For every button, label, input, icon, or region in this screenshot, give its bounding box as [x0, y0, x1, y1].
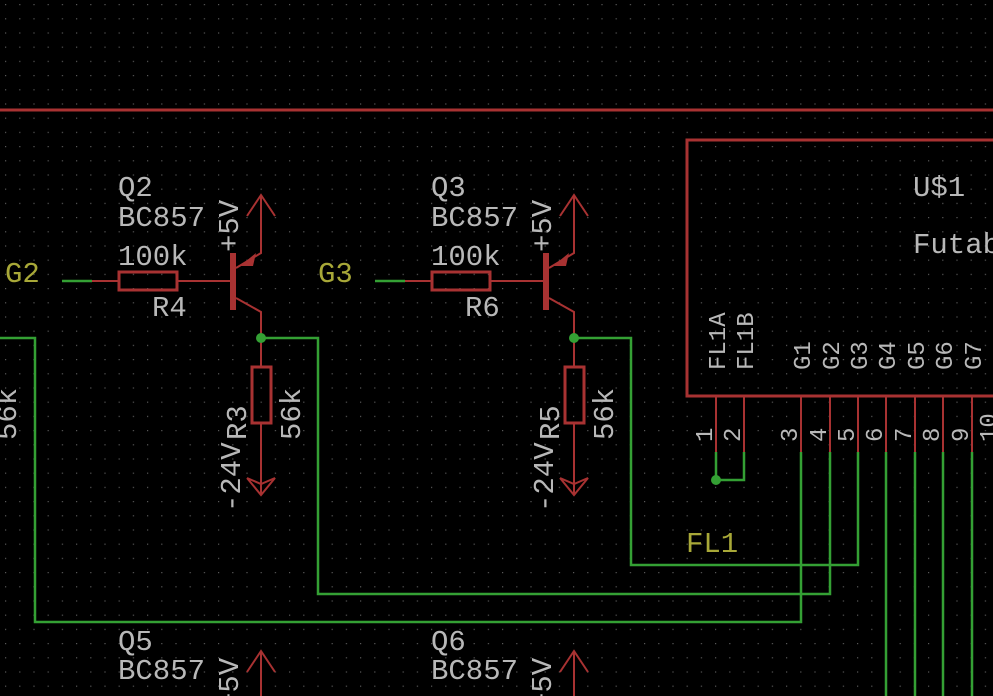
u1-name: U$1 — [913, 172, 965, 205]
r3-name: R3 — [222, 405, 255, 440]
net-label-g2: G2 — [5, 258, 40, 291]
net-label-fl1: FL1 — [686, 528, 738, 561]
pin-number: 4 — [807, 428, 834, 442]
supply-arrow-icon — [559, 649, 589, 673]
stage-q6[interactable]: Q6 BC857 +5V — [431, 626, 589, 696]
pin-number: 2 — [721, 428, 748, 442]
pin-number: 5 — [835, 428, 862, 442]
q3-value: BC857 — [431, 202, 518, 235]
junction — [569, 333, 579, 343]
u1-pin[interactable]: G3 5 — [835, 341, 875, 452]
q3-supply: +5V — [527, 199, 560, 252]
transistor-q3[interactable] — [543, 253, 549, 310]
u1-pin[interactable]: G6 8 — [920, 341, 960, 696]
r6-value: 100k — [431, 241, 501, 274]
q2-value: BC857 — [118, 202, 205, 235]
stage-q3[interactable]: G3 Q3 BC857 100k R6 +5V R5 56k -24V — [318, 172, 622, 512]
junction — [711, 475, 721, 485]
resistor-r6[interactable] — [430, 270, 492, 292]
pin-number: 8 — [920, 428, 947, 442]
supply-arrow-icon — [246, 649, 276, 673]
supply-arrow-icon — [559, 193, 589, 217]
wire-fl1[interactable] — [714, 452, 746, 482]
u1-pin[interactable]: FL1B 2 — [721, 312, 761, 452]
pin-label: G2 — [820, 341, 847, 370]
pin-number: 10 — [977, 413, 993, 442]
r5-name: R5 — [535, 405, 568, 440]
pin-label: G3 — [848, 341, 875, 370]
resistor-r4[interactable] — [117, 270, 179, 292]
r3-supply: -24V — [216, 442, 249, 512]
stage-q5[interactable]: Q5 BC857 +5V — [118, 626, 276, 696]
r3-value: 56k — [276, 388, 309, 440]
u1-display[interactable]: U$1 Futab — [685, 138, 993, 398]
pin-number: 7 — [892, 428, 919, 442]
u1-pin[interactable]: G7 9 — [949, 341, 989, 696]
r6-name: R6 — [465, 292, 500, 325]
resistor-left-value: 56k — [0, 388, 25, 440]
q6-value: BC857 — [431, 655, 518, 688]
pin-number: 9 — [949, 428, 976, 442]
u1-pin[interactable]: 10 — [977, 396, 993, 696]
u1-pin[interactable]: G4 6 — [863, 341, 903, 696]
u1-pin[interactable]: G1 3 — [778, 341, 818, 452]
q5-supply: +5V — [214, 657, 247, 696]
pin-number: 1 — [693, 428, 720, 442]
pin-number: 6 — [863, 428, 890, 442]
ground-arrow-icon — [246, 477, 276, 497]
r4-name: R4 — [152, 292, 187, 325]
pin-label: FL1B — [734, 312, 761, 370]
u1-value: Futab — [913, 229, 993, 262]
q5-value: BC857 — [118, 655, 205, 688]
u1-pin[interactable]: G5 7 — [892, 341, 932, 696]
q2-name: Q2 — [118, 172, 153, 205]
junction — [256, 333, 266, 343]
r4-value: 100k — [118, 241, 188, 274]
stage-q2[interactable]: G2 Q2 BC857 100k R4 +5V R3 56k -24V — [5, 172, 309, 512]
q6-supply: +5V — [527, 657, 560, 696]
pin-label: G5 — [905, 341, 932, 370]
pin-number: 3 — [778, 428, 805, 442]
r5-value: 56k — [589, 388, 622, 440]
u1-pin[interactable]: FL1A 1 — [693, 312, 733, 452]
ground-arrow-icon — [559, 477, 589, 497]
q5-name: Q5 — [118, 626, 153, 659]
pin-label: G1 — [791, 341, 818, 370]
r5-supply: -24V — [529, 442, 562, 512]
q6-name: Q6 — [431, 626, 466, 659]
pin-label: FL1A — [706, 312, 733, 370]
wire-g2[interactable] — [261, 336, 832, 596]
pin-label: G7 — [962, 341, 989, 370]
supply-arrow-icon — [246, 193, 276, 217]
wire-g3[interactable] — [574, 336, 860, 567]
q2-supply: +5V — [214, 199, 247, 252]
q3-name: Q3 — [431, 172, 466, 205]
pin-label: G6 — [933, 341, 960, 370]
net-label-g3: G3 — [318, 258, 353, 291]
u1-pin[interactable]: G2 4 — [807, 341, 847, 452]
transistor-q2[interactable] — [230, 253, 236, 310]
pin-label: G4 — [876, 341, 903, 370]
